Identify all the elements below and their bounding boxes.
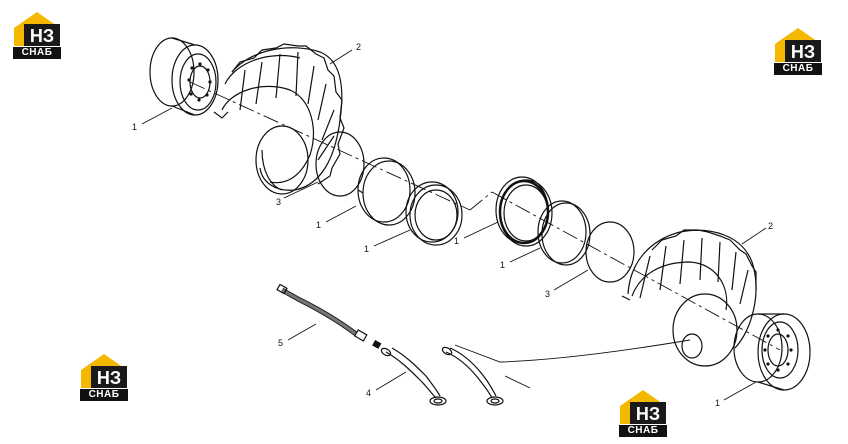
right-tire [621,229,757,367]
valve-guide-lines [454,339,691,389]
callout-2: 2 [356,42,361,52]
left-flap [315,131,365,197]
axis-centerline [189,81,781,351]
house-logo-icon: НЗ [775,28,821,62]
callout-1: 1 [454,236,459,246]
callout-2: 2 [768,221,773,231]
svg-text:НЗ: НЗ [791,42,815,62]
hose [276,283,382,349]
lock-ring-2 [405,181,463,246]
brand-logo-top-left: НЗ СНАБ [10,10,64,60]
svg-text:НЗ: НЗ [30,26,54,46]
brand-logo-top-right: НЗ СНАБ [771,26,825,76]
lock-ring-4 [537,200,591,266]
callout-1: 1 [132,122,137,132]
callout-1: 1 [364,244,369,254]
valve-left [380,347,447,406]
right-rim [733,313,811,391]
left-rim [149,37,219,116]
brand-logo-bottom-left: НЗ СНАБ [77,352,131,402]
house-logo-icon: НЗ [81,354,127,388]
leader-lines [141,49,767,401]
brand-logo-text: СНАБ [774,63,822,75]
callout-4: 4 [366,388,371,398]
callout-1: 1 [715,398,720,408]
svg-text:НЗ: НЗ [97,368,121,388]
callout-3: 3 [545,289,550,299]
brand-logo-text: СНАБ [13,47,61,59]
lock-ring-1 [357,157,416,226]
valve-right [441,346,504,406]
house-logo-icon: НЗ [620,390,666,424]
left-tire [213,43,345,195]
house-logo-icon: НЗ [14,12,60,46]
callout-1: 1 [500,260,505,270]
callout-3: 3 [276,197,281,207]
brand-logo-text: СНАБ [619,425,667,437]
callout-5: 5 [278,338,283,348]
callout-1: 1 [316,220,321,230]
brand-logo-text: СНАБ [80,389,128,401]
right-flap [585,221,635,283]
svg-text:НЗ: НЗ [636,404,660,424]
brand-logo-bottom-right: НЗ СНАБ [616,388,670,438]
callout-labels: 1 2 3 1 1 1 1 3 2 5 4 1 [132,42,773,408]
